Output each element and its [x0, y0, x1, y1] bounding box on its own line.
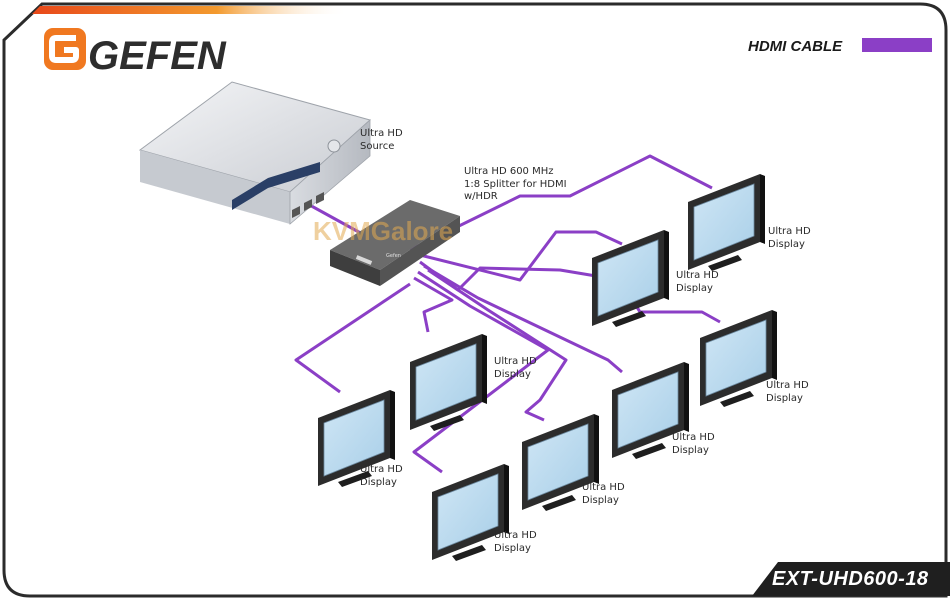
model-badge	[752, 562, 950, 596]
display-label-8: Ultra HD Display	[494, 530, 537, 555]
display-label-7: Ultra HD Display	[582, 482, 625, 507]
display-label-5: Ultra HD Display	[672, 432, 715, 457]
display-label-line2: Display	[360, 476, 397, 488]
display-label-line2: Display	[676, 282, 713, 294]
top-accent-bar	[32, 6, 560, 14]
legend-label: HDMI CABLE	[748, 38, 843, 55]
display-label-6: Ultra HD Display	[360, 464, 403, 489]
source-label-line2: Source	[360, 140, 395, 152]
display-label-2: Ultra HD Display	[676, 270, 719, 295]
model-number: EXT-UHD600-18	[772, 568, 929, 590]
source-label: Ultra HD Source	[360, 128, 403, 153]
display-label-line2: Display	[582, 494, 619, 506]
display-label-1: Ultra HD Display	[768, 226, 811, 251]
hdmi-cables	[285, 154, 721, 474]
display-label-line1: Ultra HD	[768, 226, 811, 237]
display-label-line1: Ultra HD	[360, 464, 403, 475]
display-4	[409, 333, 488, 432]
brand-logo-text: GEFEN	[88, 34, 226, 78]
display-label-line1: Ultra HD	[676, 270, 719, 281]
display-label-line1: Ultra HD	[582, 482, 625, 493]
source-device	[138, 81, 372, 225]
legend-swatch	[862, 38, 932, 52]
splitter-badge: Gefen	[386, 253, 401, 259]
watermark: KVMGalore	[313, 216, 454, 246]
splitter-label-line2: 1:8 Splitter for HDMI	[464, 178, 567, 190]
display-label-line2: Display	[494, 542, 531, 554]
display-label-line1: Ultra HD	[494, 530, 537, 541]
splitter-label-line3: w/HDR	[464, 191, 498, 202]
display-label-3: Ultra HD Display	[766, 380, 809, 405]
splitter-label: Ultra HD 600 MHz 1:8 Splitter for HDMI w…	[464, 166, 567, 204]
display-label-4: Ultra HD Display	[494, 356, 537, 381]
display-label-line1: Ultra HD	[766, 380, 809, 391]
display-label-line2: Display	[494, 368, 531, 380]
display-label-line2: Display	[672, 444, 709, 456]
display-1	[687, 173, 766, 272]
splitter-label-line1: Ultra HD 600 MHz	[464, 166, 554, 177]
display-label-line2: Display	[766, 392, 803, 404]
gefen-logo-icon	[44, 28, 86, 70]
display-label-line2: Display	[768, 238, 805, 250]
display-label-line1: Ultra HD	[672, 432, 715, 443]
display-label-line1: Ultra HD	[494, 356, 537, 367]
source-label-line1: Ultra HD	[360, 128, 403, 139]
splitter-device	[330, 200, 460, 286]
